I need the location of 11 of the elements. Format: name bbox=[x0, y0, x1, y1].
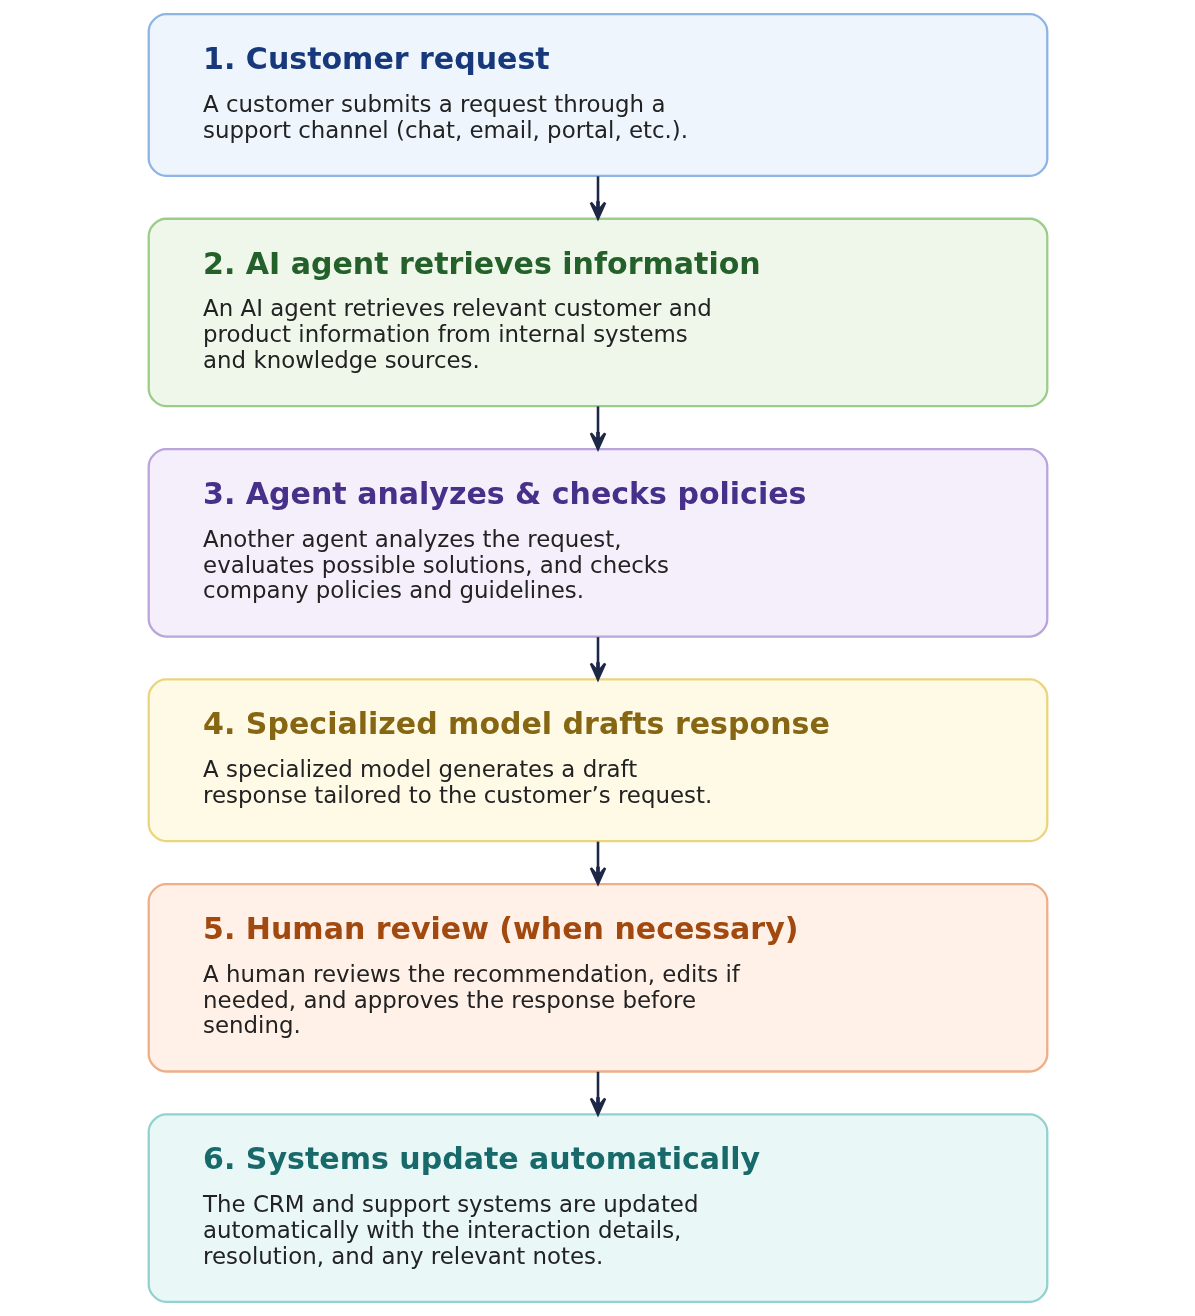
arrow bbox=[589, 406, 606, 451]
node-box: 2. AI agent retrieves information An AI agent retrieves relevant customer and product information from internal systems and knowledge sources. bbox=[147, 217, 1048, 408]
arrow bbox=[589, 637, 606, 681]
node-box: 5. Human review (when necessary) A human reviews the recommendation, edits if needed, and approves the response before sending. bbox=[147, 882, 1048, 1073]
node-box: 6. Systems update automatically The CRM and support systems are updated automatically with the interaction details, resolution, and any relevant notes. bbox=[147, 1113, 1048, 1303]
arrow bbox=[589, 176, 606, 220]
node-box: 1. Customer request A customer submits a request through a support channel (chat, email, portal, etc.). bbox=[147, 13, 1048, 177]
arrow bbox=[589, 841, 606, 885]
node-box: 3. Agent analyzes & checks policies Another agent analyzes the request, evaluates possible solutions, and checks company policies and guidelines. bbox=[147, 447, 1048, 638]
node-box: 4. Specialized model drafts response A specialized model generates a draft response tailored to the customer’s request. bbox=[147, 678, 1048, 843]
arrow bbox=[589, 1071, 606, 1116]
